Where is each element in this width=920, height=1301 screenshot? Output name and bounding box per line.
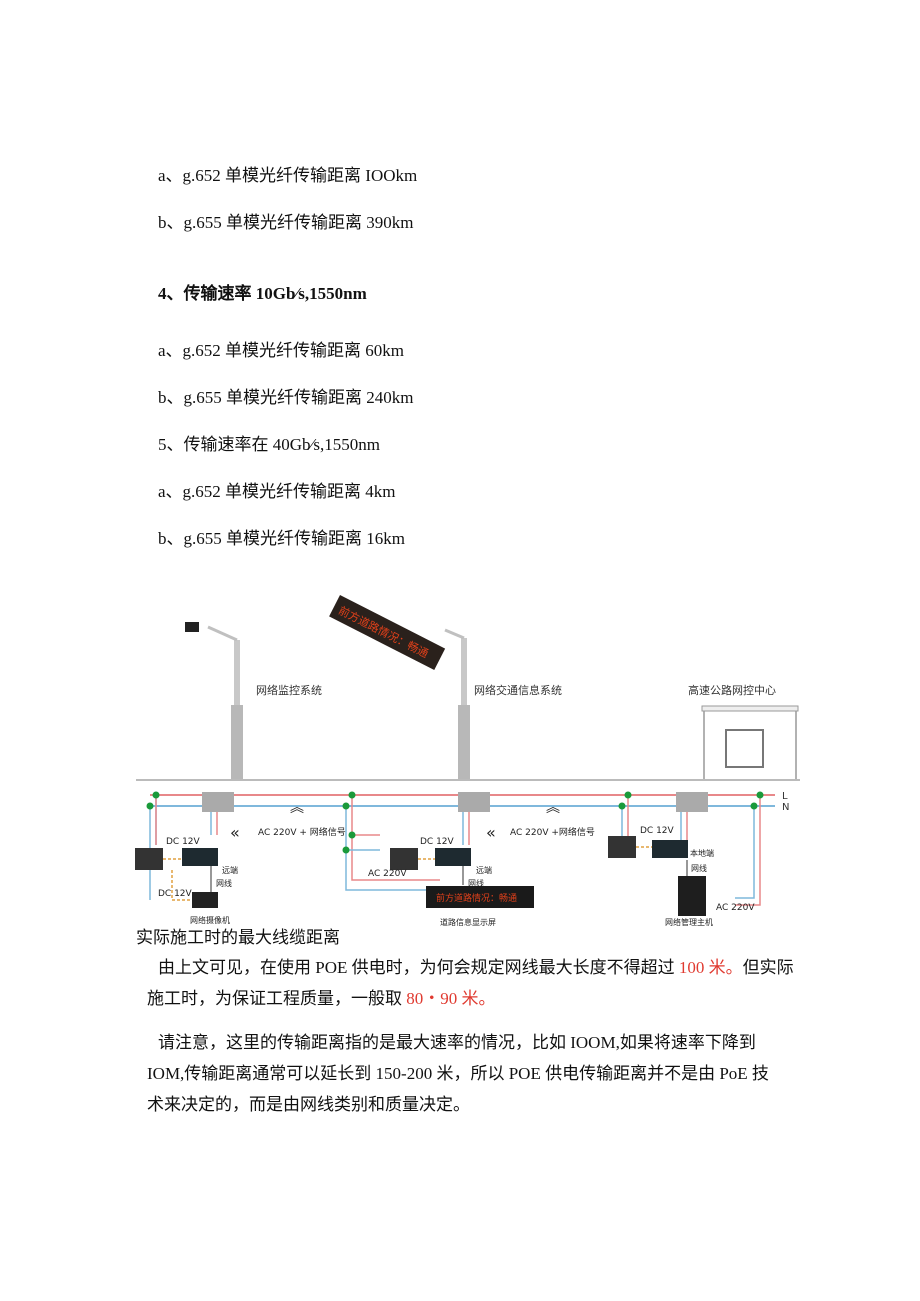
led-sign: 前方道路情况：畅通 <box>329 595 446 670</box>
poe-converter-local <box>652 840 688 858</box>
camera-label: 网络摄像机 <box>190 915 230 925</box>
camera-arm <box>207 625 238 642</box>
remote-label: 远端 <box>222 865 238 875</box>
network-camera-icon <box>192 892 218 908</box>
label-monitor-system: 网络监控系统 <box>256 683 322 697</box>
heading-prefix: 4、传输速率 <box>158 284 256 303</box>
local-label: 本地端 <box>690 848 714 858</box>
management-host-icon <box>678 876 706 916</box>
remote-label: 远端 <box>476 865 492 875</box>
led-sign-text: 前方道路情况：畅通 <box>336 603 431 660</box>
text: 但实际 <box>742 958 794 977</box>
wiring <box>149 795 761 906</box>
junction-box <box>676 792 708 812</box>
cable-label: 网线 <box>216 878 232 888</box>
poe-converter-remote <box>182 848 218 866</box>
dc12v-label: DC 12V <box>420 837 455 847</box>
spec-line: a、g.652 单模光纤传输距离 60km <box>158 341 405 360</box>
signal-label: AC 220V + 网络信号 <box>258 826 346 838</box>
paragraph-line: IOM,传输距离通常可以延长到 150-200 米，所以 POE 供电传输距离并… <box>147 1064 769 1083</box>
left-arrow-icon: « <box>486 823 496 842</box>
spec-line: b、g.655 单模光纤传输距离 390km <box>158 213 414 232</box>
section-heading-5: 5、传输速率在 40Gb⁄s,1550nm <box>158 435 380 454</box>
display-label: 道路信息显示屏 <box>440 917 496 927</box>
heading-rate: 10Gb⁄s,1550nm <box>255 284 367 303</box>
sign-pole-base <box>458 705 470 780</box>
power-adapter <box>390 848 418 870</box>
connection-nodes <box>146 791 764 854</box>
spec-line: b、g.655 单模光纤传输距离 240km <box>158 388 414 407</box>
dc12v-label: DC 12V <box>640 826 675 836</box>
label-control-center: 高速公路网控中心 <box>688 683 776 697</box>
signal-label: AC 220V +网络信号 <box>510 826 595 838</box>
cable-label: 网线 <box>691 863 707 873</box>
highlight-80-90m: 80・90 米。 <box>406 989 496 1008</box>
line-l-label: L <box>782 791 788 802</box>
section-heading-4: 4、传输速率 10Gb⁄s,1550nm <box>158 284 367 304</box>
road-info-display <box>426 886 534 908</box>
poe-converter-remote <box>435 848 471 866</box>
power-adapter <box>135 848 163 870</box>
spec-line: a、g.652 单模光纤传输距离 IOOkm <box>158 166 418 185</box>
ac220v-label: AC 220V <box>368 869 407 879</box>
dc12v-label: DC 12V <box>166 837 201 847</box>
dc12v-label: DC 12V <box>158 889 193 899</box>
highlight-100m: 100 米。 <box>678 958 743 977</box>
control-center-building <box>701 705 799 781</box>
up-arrow-icon: ︽ <box>546 800 560 816</box>
camera-pole-base <box>231 705 243 780</box>
paragraph-line: 术来决定的，而是由网线类别和质量决定。 <box>147 1095 470 1114</box>
sign-arm <box>444 628 465 640</box>
paragraph-line: 施工时，为保证工程质量，一般取 80・90 米。 <box>147 989 496 1009</box>
power-adapter <box>608 836 636 858</box>
spec-line: a、g.652 单模光纤传输距离 4km <box>158 482 396 501</box>
paragraph-line: 由上文可见，在使用 POE 供电时，为何会规定网线最大长度不得超过 100 米。… <box>158 958 794 978</box>
text: 施工时，为保证工程质量，一般取 <box>147 989 407 1008</box>
ac220v-label: AC 220V <box>716 903 755 913</box>
host-label: 网络管理主机 <box>665 917 713 927</box>
figure-caption: 实际施工时的最大线缆距离 <box>136 928 340 947</box>
left-arrow-icon: « <box>230 823 240 842</box>
camera-icon <box>185 622 199 632</box>
network-diagram: 前方道路情况：畅通 网络监控系统 网络交通信息系统 高速公路网控中心 L N <box>135 595 800 927</box>
paragraph-line: 请注意，这里的传输距离指的是最大速率的情况，比如 IOOM,如果将速率下降到 <box>158 1033 756 1052</box>
text: 由上文可见，在使用 POE 供电时，为何会规定网线最大长度不得超过 <box>158 958 679 977</box>
line-n-label: N <box>782 802 789 813</box>
up-arrow-icon: ︽ <box>290 800 304 816</box>
junction-box <box>458 792 490 812</box>
junction-box <box>202 792 234 812</box>
cable-label: 网线 <box>468 878 484 888</box>
display-led-text: 前方道路情况：畅通 <box>436 892 517 904</box>
spec-line: b、g.655 单模光纤传输距离 16km <box>158 529 405 548</box>
label-traffic-system: 网络交通信息系统 <box>474 683 562 697</box>
